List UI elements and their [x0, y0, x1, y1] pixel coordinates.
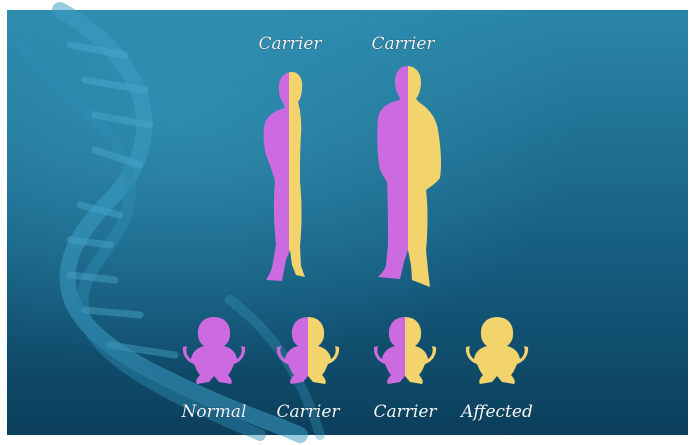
- child-label: Affected: [459, 402, 533, 422]
- child-label: Carrier: [373, 402, 437, 422]
- child-label: Carrier: [276, 402, 340, 422]
- child-label: Normal: [181, 402, 247, 422]
- background-glow: [7, 10, 688, 435]
- parent-label: Carrier: [258, 34, 322, 54]
- parent-label: Carrier: [371, 34, 435, 54]
